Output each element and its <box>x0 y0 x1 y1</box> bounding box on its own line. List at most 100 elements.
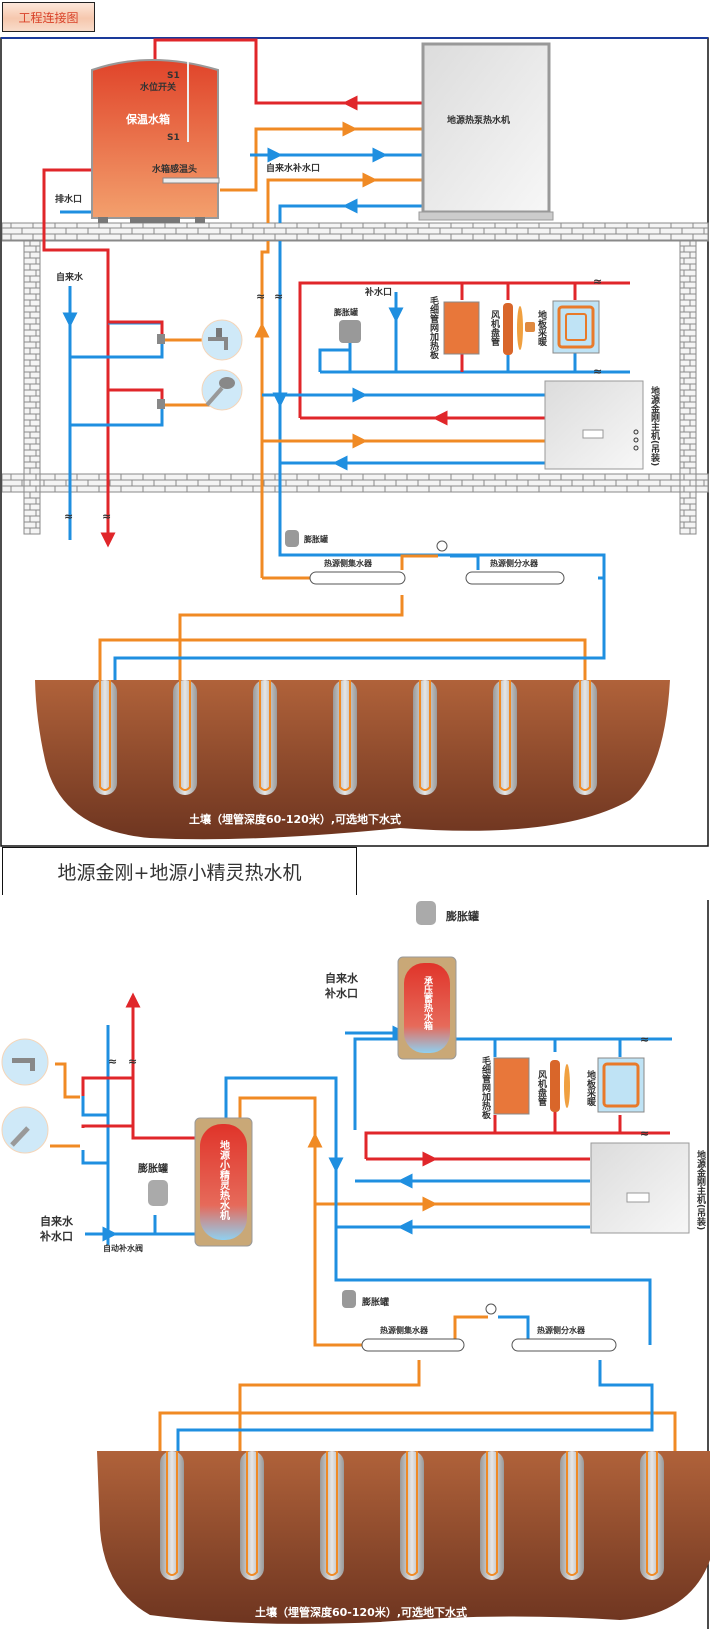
heat-pump-label: 地源热泵热水机 <box>447 114 510 126</box>
pipe-break-icon: ≈ <box>128 1055 137 1068</box>
borehole <box>480 1451 504 1580</box>
manifold-expansion-tank: 膨胀罐 <box>285 530 328 547</box>
borehole <box>573 680 597 795</box>
drain-outlet-label: 排水口 <box>55 193 82 205</box>
expansion-tank-indoor: 膨胀罐 <box>333 307 361 343</box>
pipe-break-icon: ≈ <box>593 365 602 378</box>
soil-area <box>97 1451 710 1624</box>
top-expansion-tank: 膨胀罐 <box>416 901 479 925</box>
heat-source-distributor: 热源侧分水器 <box>465 558 565 585</box>
borehole <box>560 1451 584 1580</box>
svg-text:地源金刚主机(吊装): 地源金刚主机(吊装) <box>695 1149 707 1230</box>
auto-makeup-valve-label: 自动补水阀 <box>103 1243 143 1253</box>
tap-water-label: 自来水 <box>56 271 84 283</box>
pipe-break-icon: ≈ <box>256 290 265 303</box>
mixing-valve-icon <box>157 334 165 344</box>
svg-text:承压蓄热水箱: 承压蓄热水箱 <box>422 976 433 1031</box>
makeup-inlet-label: 自来水补水口 <box>266 162 320 174</box>
pressure-storage-tank: 承压蓄热水箱 <box>397 956 457 1060</box>
mini-heat-pump-water-heater: 地源小精灵热水机 <box>194 1117 253 1247</box>
svg-text:风机盘管: 风机盘管 <box>489 310 500 347</box>
top-tap-makeup-label-2: 补水口 <box>324 986 358 1000</box>
left-tap-makeup-label-2: 补水口 <box>39 1229 73 1243</box>
svg-text:热源侧集水器: 热源侧集水器 <box>380 1325 429 1335</box>
u-loop-pipe <box>486 1451 498 1576</box>
borehole <box>400 1451 424 1580</box>
borehole <box>160 1451 184 1580</box>
makeup-label: 补水口 <box>364 286 392 298</box>
faucet-icon <box>201 319 243 361</box>
faucet-icon <box>1 1038 49 1086</box>
capillary-radiator: 毛细管网加热板 <box>428 295 480 360</box>
u-loop-pipe <box>246 1451 258 1576</box>
u-loop-pipe <box>566 1451 578 1576</box>
pipe-break-icon: ≈ <box>593 275 602 288</box>
pipe-break-icon: ≈ <box>640 1127 649 1140</box>
pipe-break-icon: ≈ <box>640 1033 649 1046</box>
section-tab-engineering-diagram[interactable]: 工程连接图 <box>2 2 95 32</box>
u-loop-pipe <box>259 680 271 791</box>
heat-source-collector: 热源侧集水器 <box>361 1325 465 1352</box>
borehole <box>173 680 197 795</box>
shower-head-icon <box>1 1106 49 1154</box>
svg-text:地源小精灵热水机: 地源小精灵热水机 <box>218 1139 231 1221</box>
borehole <box>640 1451 664 1580</box>
borehole <box>493 680 517 795</box>
capillary-radiator: 毛细管网加热板 <box>480 1055 530 1120</box>
svg-text:膨胀罐: 膨胀罐 <box>445 909 479 923</box>
floor-heating-panel: 地板采暖 <box>536 300 600 354</box>
insulated-storage-tank: S1 水位开关 保温水箱 S1 水箱感温头 <box>91 59 220 223</box>
heat-pump-water-heater: 地源热泵热水机 <box>418 42 554 221</box>
radiator-label: 毛细管网加热板 <box>428 295 440 360</box>
svg-text:膨胀罐: 膨胀罐 <box>303 534 328 544</box>
pressure-gauge-icon <box>485 1303 497 1315</box>
fan-coil-unit: 风机盘管 <box>489 303 535 355</box>
svg-text:地板采暖: 地板采暖 <box>585 1069 597 1107</box>
u-loop-pipe <box>646 1451 658 1576</box>
wall-left <box>23 240 41 535</box>
svg-text:S1: S1 <box>167 133 180 143</box>
borehole <box>253 680 277 795</box>
wall-right <box>679 240 697 535</box>
borehole <box>240 1451 264 1580</box>
pipe-break-icon: ≈ <box>64 510 73 523</box>
svg-text:风机盘管: 风机盘管 <box>536 1070 547 1107</box>
diagram-1: S1 水位开关 保温水箱 S1 水箱感温头 排水口 地源热泵热水机 自来水补水口… <box>0 37 709 847</box>
svg-text:膨胀罐: 膨胀罐 <box>138 1162 168 1175</box>
left-tap-makeup-label-1: 自来水 <box>40 1214 74 1228</box>
shower-head-icon <box>201 369 243 411</box>
u-loop-pipe <box>499 680 511 791</box>
floor-heating-panel: 地板采暖 <box>585 1057 645 1113</box>
u-loop-pipe <box>179 680 191 791</box>
floor-slab-upper <box>1 222 709 242</box>
borehole <box>333 680 357 795</box>
top-tap-makeup-label-1: 自来水 <box>325 971 359 985</box>
u-loop-pipe <box>166 1451 178 1576</box>
manifold-expansion-tank: 膨胀罐 <box>342 1290 389 1308</box>
pressure-gauge-icon <box>436 540 448 552</box>
pipe-break-icon: ≈ <box>274 290 283 303</box>
u-loop-pipe <box>339 680 351 791</box>
u-loop-pipe <box>326 1451 338 1576</box>
pipe-break-icon: ≈ <box>108 1055 117 1068</box>
pipe-break-icon: ≈ <box>102 510 111 523</box>
fan-coil-unit: 风机盘管 <box>536 1060 570 1112</box>
svg-text:地板采暖: 地板采暖 <box>536 309 548 347</box>
u-loop-pipe <box>406 1451 418 1576</box>
borehole <box>413 680 437 795</box>
svg-text:S1: S1 <box>167 71 180 81</box>
ground-source-main-unit: 地源金刚主机(吊装) <box>590 1142 707 1234</box>
heat-source-distributor: 热源侧分水器 <box>511 1325 617 1352</box>
svg-text:毛细管网加热板: 毛细管网加热板 <box>480 1055 492 1120</box>
soil-caption: 土壤（埋管深度60-120米）,可选地下水式 <box>189 812 401 826</box>
svg-text:膨胀罐: 膨胀罐 <box>361 1296 389 1308</box>
temp-probe-label: 水箱感温头 <box>152 163 197 175</box>
u-loop-pipe <box>99 680 111 791</box>
svg-text:水位开关: 水位开关 <box>140 81 176 93</box>
svg-text:热源侧分水器: 热源侧分水器 <box>490 558 539 568</box>
soil-caption: 土壤（埋管深度60-120米）,可选地下水式 <box>255 1605 467 1619</box>
main-unit-label: 地源金刚主机(吊装) <box>649 385 661 466</box>
borehole <box>320 1451 344 1580</box>
mixing-valve-icon <box>157 399 165 409</box>
u-loop-pipe <box>419 680 431 791</box>
